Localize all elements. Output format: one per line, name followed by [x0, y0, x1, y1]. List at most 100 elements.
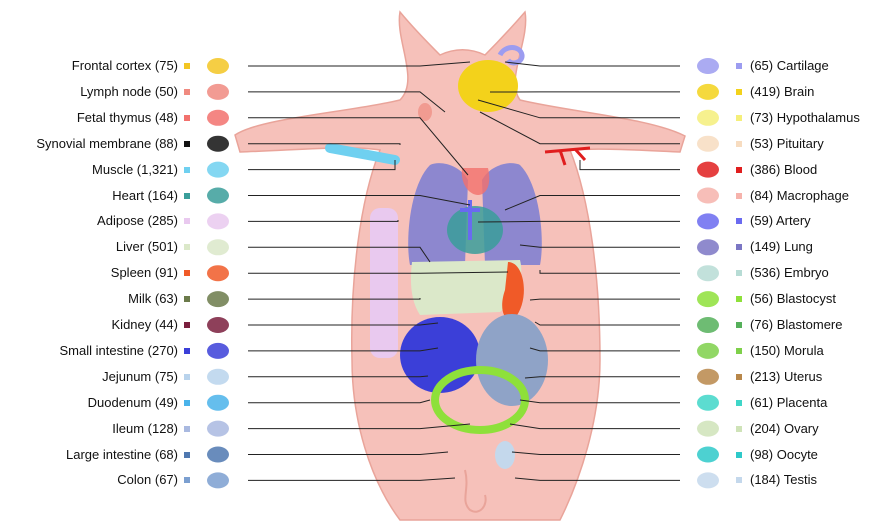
- milk-icon: [207, 291, 229, 307]
- left-swatch: [184, 115, 190, 121]
- left-label: Muscle (1,321): [92, 162, 178, 178]
- right-label: (73) Hypothalamus: [750, 110, 860, 126]
- lymph-node-icon: [207, 84, 229, 100]
- left-label: Frontal cortex (75): [72, 58, 178, 74]
- pituitary-icon: [697, 136, 719, 152]
- left-label: Heart (164): [112, 188, 178, 204]
- left-label: Milk (63): [128, 291, 178, 307]
- ileum-icon: [207, 421, 229, 437]
- uterus-icon: [697, 369, 719, 385]
- blastomere-icon: [697, 317, 719, 333]
- synovial-membrane-icon: [207, 136, 229, 152]
- right-label: (59) Artery: [750, 213, 811, 229]
- left-swatch: [184, 167, 190, 173]
- right-swatch: [736, 452, 742, 458]
- right-swatch: [736, 63, 742, 69]
- left-swatch: [184, 477, 190, 483]
- left-swatch: [184, 89, 190, 95]
- frontal-cortex-icon: [207, 58, 229, 74]
- left-label: Small intestine (270): [60, 343, 179, 359]
- left-swatch: [184, 270, 190, 276]
- right-swatch: [736, 348, 742, 354]
- right-label: (204) Ovary: [750, 421, 819, 437]
- right-label: (419) Brain: [750, 84, 814, 100]
- left-label: Adipose (285): [97, 213, 178, 229]
- left-swatch: [184, 218, 190, 224]
- right-label: (150) Morula: [750, 343, 824, 359]
- fetal-thymus-icon: [207, 110, 229, 126]
- right-swatch: [736, 193, 742, 199]
- right-label: (149) Lung: [750, 239, 813, 255]
- blastocyst-icon: [697, 291, 719, 307]
- testis-organ: [495, 441, 515, 469]
- right-label: (536) Embryo: [750, 265, 829, 281]
- leader-line: [505, 62, 680, 66]
- right-label: (65) Cartilage: [750, 58, 829, 74]
- jejunum-icon: [207, 369, 229, 385]
- right-swatch: [736, 270, 742, 276]
- small-intestine-icon: [207, 343, 229, 359]
- heart-organ: [447, 206, 503, 254]
- liver-icon: [207, 239, 229, 255]
- left-label: Ileum (128): [112, 421, 178, 437]
- brain-icon: [697, 84, 719, 100]
- left-label: Colon (67): [117, 472, 178, 488]
- right-swatch: [736, 89, 742, 95]
- left-swatch: [184, 400, 190, 406]
- embryo-icon: [697, 265, 719, 281]
- brain-organ: [458, 60, 518, 112]
- leader-line: [580, 160, 680, 170]
- morula-icon: [697, 343, 719, 359]
- right-label: (61) Placenta: [750, 395, 827, 411]
- spleen-icon: [207, 265, 229, 281]
- muscle-icon: [207, 162, 229, 178]
- artery-icon: [697, 213, 719, 229]
- right-label: (76) Blastomere: [750, 317, 842, 333]
- right-label: (184) Testis: [750, 472, 817, 488]
- lung-icon: [697, 239, 719, 255]
- right-label: (98) Oocyte: [750, 447, 818, 463]
- right-swatch: [736, 296, 742, 302]
- left-label: Duodenum (49): [88, 395, 178, 411]
- heart-icon: [207, 188, 229, 204]
- right-swatch: [736, 218, 742, 224]
- left-label: Liver (501): [116, 239, 178, 255]
- right-swatch: [736, 477, 742, 483]
- placenta-icon: [697, 395, 719, 411]
- blood-icon: [697, 162, 719, 178]
- hypothalamus-icon: [697, 110, 719, 126]
- adipose-band: [370, 208, 398, 358]
- left-swatch: [184, 141, 190, 147]
- left-swatch: [184, 63, 190, 69]
- oocyte-icon: [697, 447, 719, 463]
- left-swatch: [184, 322, 190, 328]
- left-label: Fetal thymus (48): [77, 110, 178, 126]
- cartilage-icon: [697, 58, 719, 74]
- left-label: Jejunum (75): [102, 369, 178, 385]
- right-swatch: [736, 244, 742, 250]
- left-swatch: [184, 374, 190, 380]
- right-swatch: [736, 322, 742, 328]
- large-intestine-icon: [207, 447, 229, 463]
- ovary-icon: [697, 421, 719, 437]
- left-swatch: [184, 452, 190, 458]
- right-label: (213) Uterus: [750, 369, 822, 385]
- left-label: Lymph node (50): [80, 84, 178, 100]
- left-swatch: [184, 193, 190, 199]
- right-swatch: [736, 400, 742, 406]
- left-swatch: [184, 426, 190, 432]
- right-swatch: [736, 115, 742, 121]
- left-label: Large intestine (68): [66, 447, 178, 463]
- right-swatch: [736, 167, 742, 173]
- kidney-icon: [207, 317, 229, 333]
- right-swatch: [736, 141, 742, 147]
- testis-icon: [697, 472, 719, 488]
- left-swatch: [184, 348, 190, 354]
- left-label: Spleen (91): [111, 265, 178, 281]
- right-swatch: [736, 374, 742, 380]
- right-label: (53) Pituitary: [750, 136, 824, 152]
- left-label: Kidney (44): [112, 317, 178, 333]
- right-swatch: [736, 426, 742, 432]
- colon-icon: [207, 472, 229, 488]
